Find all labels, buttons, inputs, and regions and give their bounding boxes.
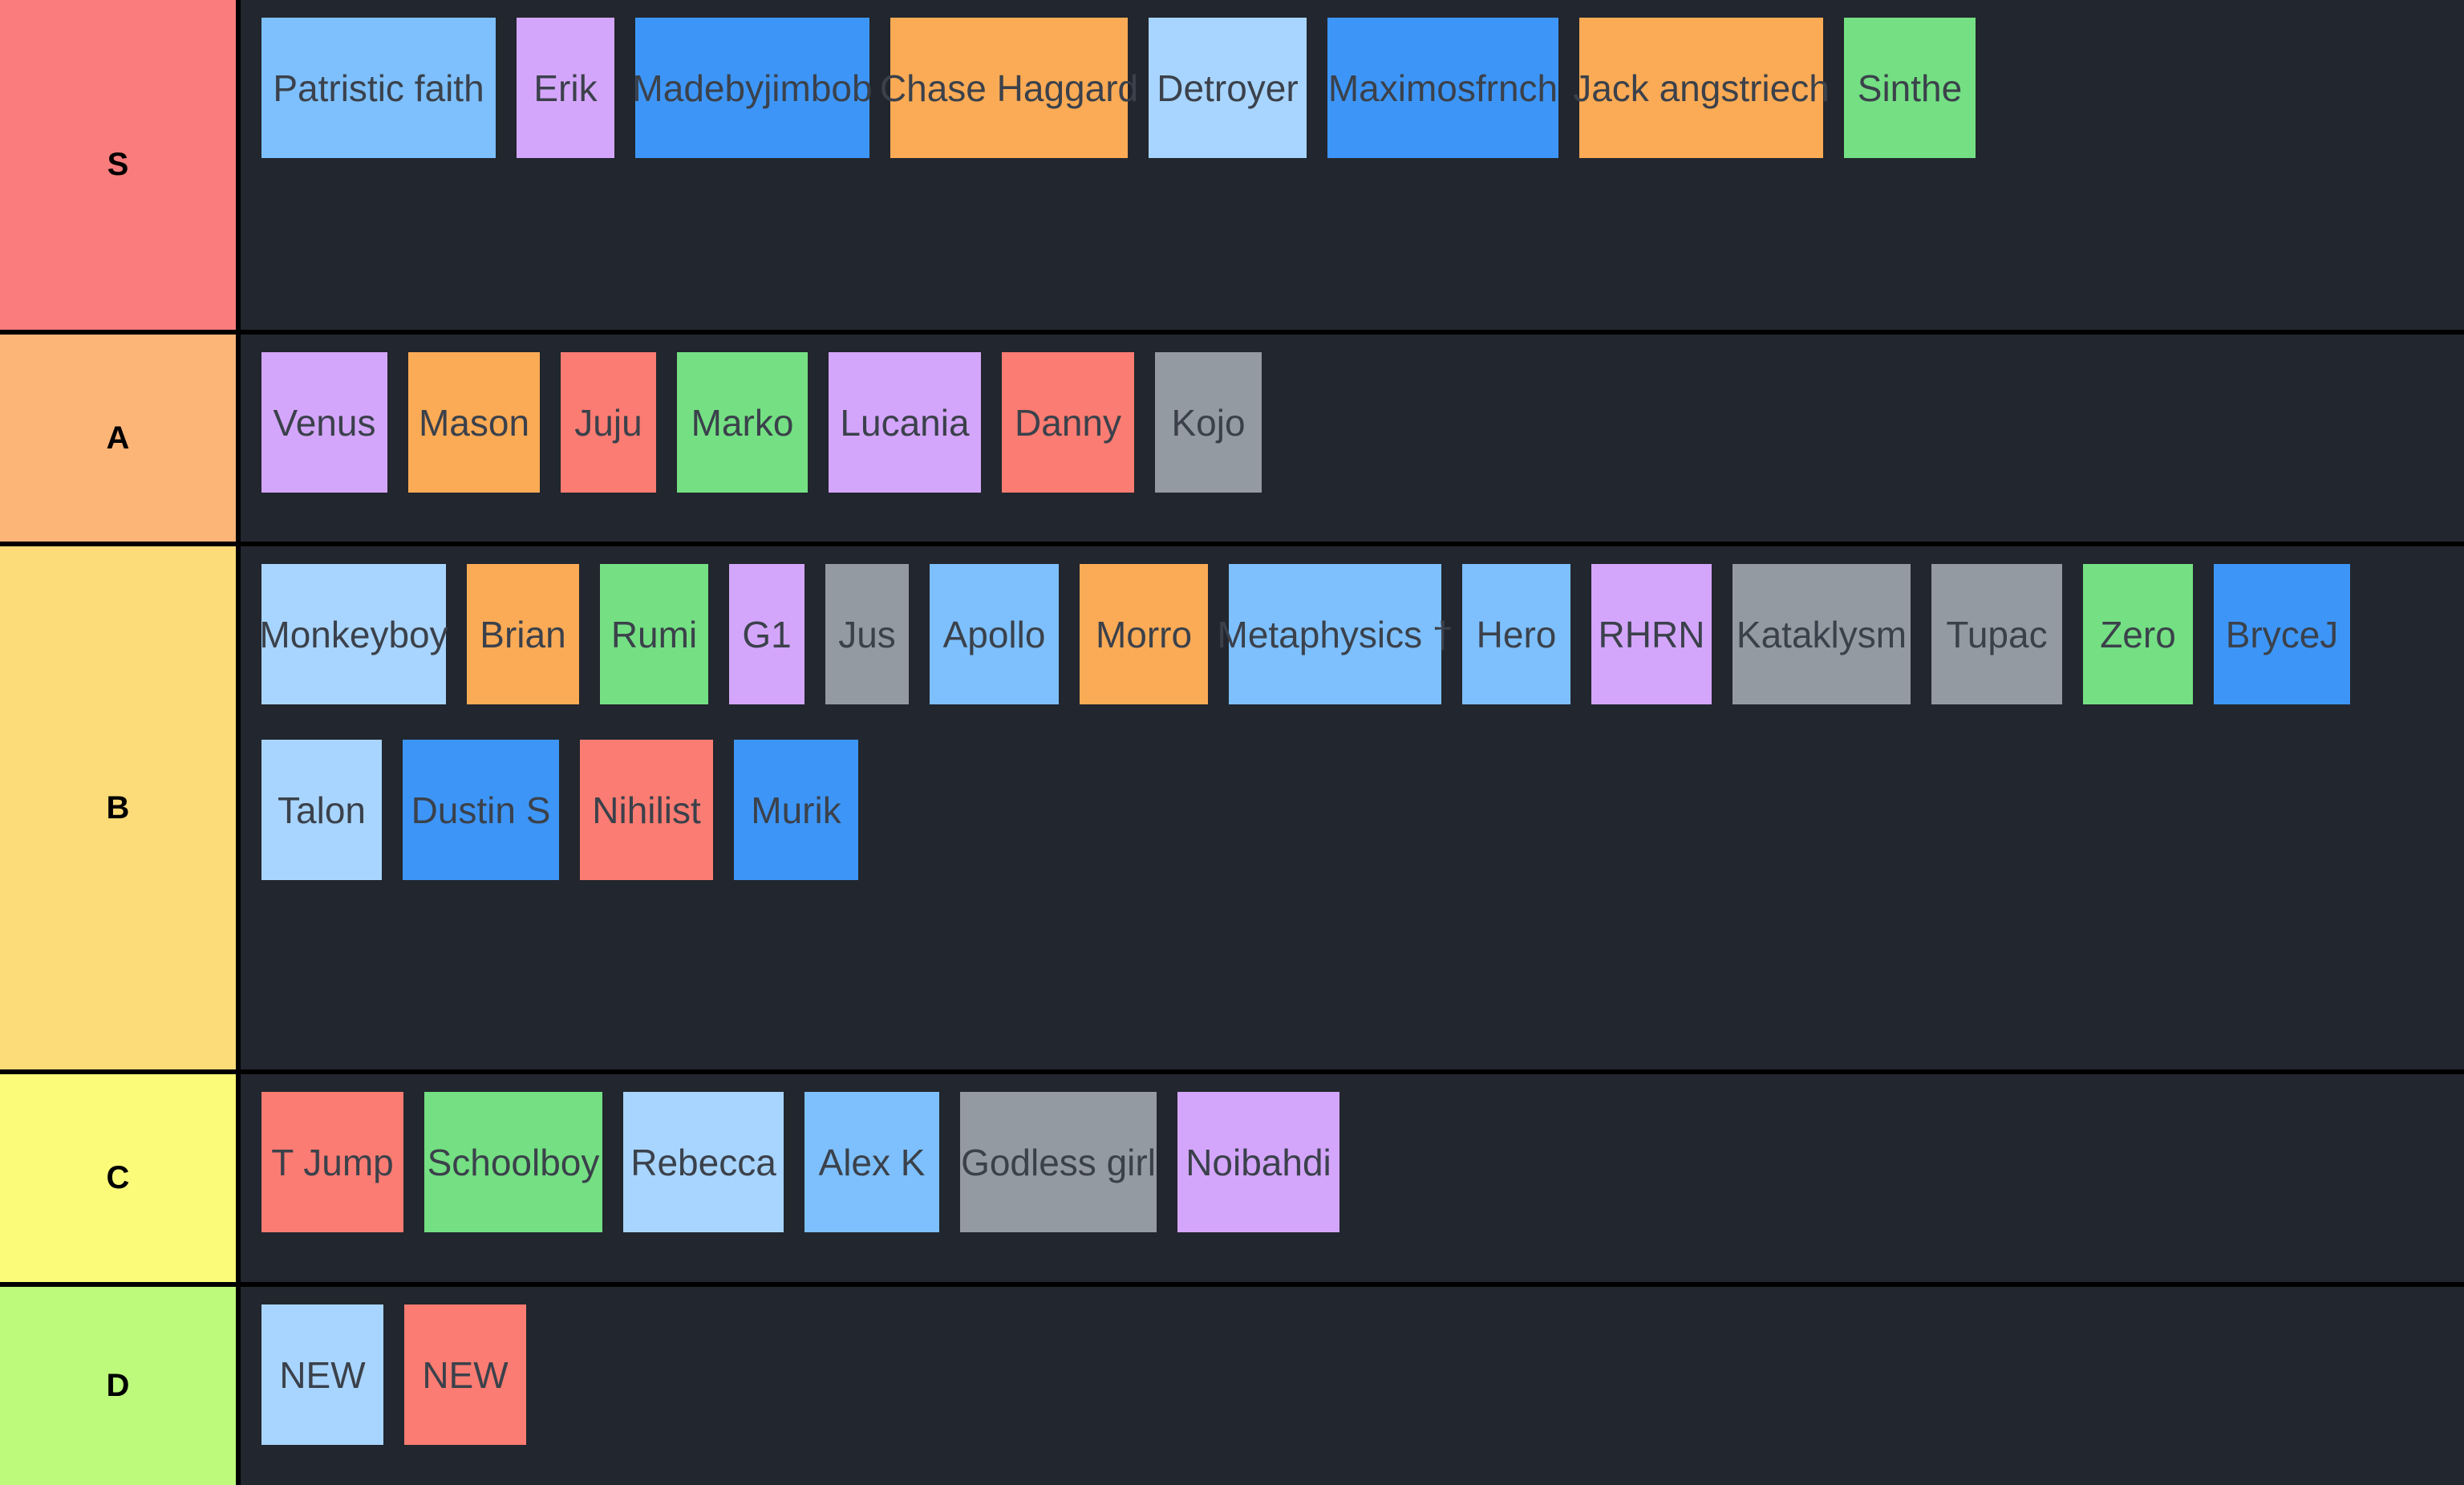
- tier-item[interactable]: Venus: [261, 352, 387, 493]
- tier-item[interactable]: Hero: [1462, 564, 1570, 704]
- tier-item[interactable]: Brian: [467, 564, 579, 704]
- tier-item[interactable]: Dustin S: [403, 740, 559, 880]
- tier-item[interactable]: Noibahdi: [1177, 1092, 1339, 1232]
- tier-item[interactable]: NEW: [261, 1304, 383, 1445]
- tier-item[interactable]: BryceJ: [2214, 564, 2350, 704]
- tier-item[interactable]: Jus: [825, 564, 909, 704]
- tier-item[interactable]: Zero: [2083, 564, 2193, 704]
- tier-label-a[interactable]: A: [0, 335, 241, 542]
- tier-item[interactable]: Tupac: [1931, 564, 2062, 704]
- tier-item[interactable]: T Jump: [261, 1092, 403, 1232]
- tier-label-b[interactable]: B: [0, 546, 241, 1069]
- tier-item[interactable]: Nihilist: [580, 740, 713, 880]
- tier-item[interactable]: Godless girl: [960, 1092, 1157, 1232]
- tier-item[interactable]: Kataklysm: [1732, 564, 1911, 704]
- tier-item[interactable]: Detroyer: [1149, 18, 1307, 158]
- tier-item[interactable]: Erik: [517, 18, 614, 158]
- tier-item[interactable]: Apollo: [930, 564, 1059, 704]
- tier-item[interactable]: Metaphysics †: [1218, 564, 1453, 704]
- tier-item[interactable]: Patristic faith: [261, 18, 496, 158]
- tier-item[interactable]: Talon: [261, 740, 382, 880]
- tier-item[interactable]: Schoolboy: [424, 1092, 602, 1232]
- tier-item[interactable]: RHRN: [1591, 564, 1712, 704]
- tier-item[interactable]: Madebyjimbob: [632, 18, 873, 158]
- tier-label-c[interactable]: C: [0, 1074, 241, 1282]
- tier-item[interactable]: Monkeyboy: [259, 564, 448, 704]
- tier-item[interactable]: Kojo: [1155, 352, 1262, 493]
- tier-item[interactable]: Marko: [677, 352, 808, 493]
- tier-item[interactable]: Rebecca: [623, 1092, 784, 1232]
- tier-item[interactable]: Jack angstriech: [1573, 18, 1830, 158]
- tier-item[interactable]: Mason: [408, 352, 540, 493]
- tier-item[interactable]: Lucania: [829, 352, 981, 493]
- tier-item[interactable]: Murik: [734, 740, 858, 880]
- tier-item[interactable]: Morro: [1080, 564, 1208, 704]
- tier-item[interactable]: Maximosfrnch: [1327, 18, 1558, 158]
- tier-label-d[interactable]: D: [0, 1287, 241, 1485]
- tier-item[interactable]: Danny: [1002, 352, 1134, 493]
- tier-item[interactable]: Rumi: [600, 564, 708, 704]
- tier-item[interactable]: NEW: [404, 1304, 526, 1445]
- tier-item[interactable]: Sinthe: [1844, 18, 1976, 158]
- tier-item[interactable]: Juju: [561, 352, 656, 493]
- tier-item[interactable]: Alex K: [804, 1092, 939, 1232]
- tier-label-s[interactable]: S: [0, 0, 241, 330]
- tier-item[interactable]: Chase Haggard: [880, 18, 1138, 158]
- tier-item[interactable]: G1: [729, 564, 804, 704]
